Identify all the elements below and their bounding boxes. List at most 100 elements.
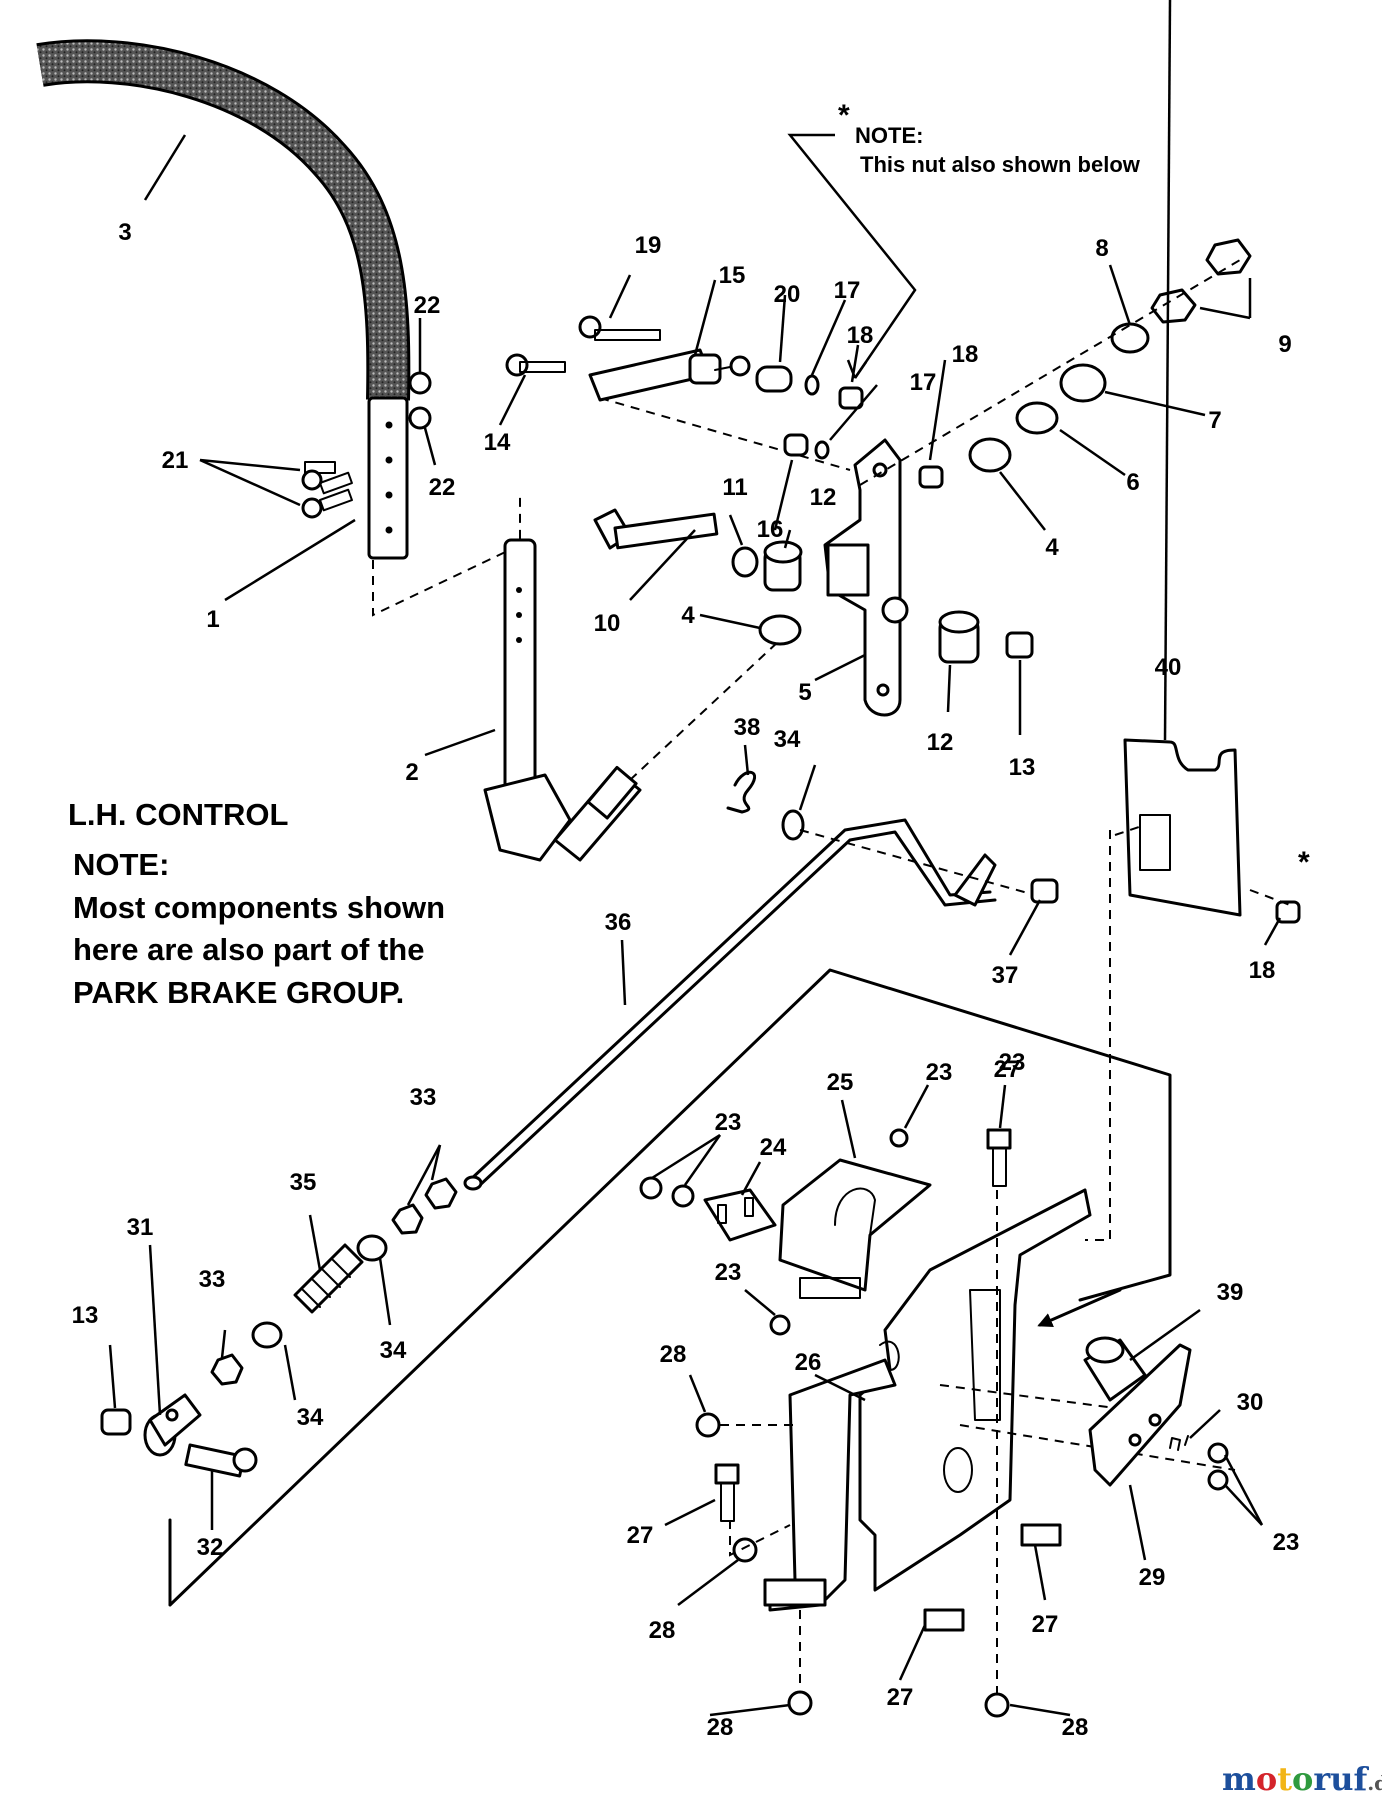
callout: 29 xyxy=(1139,1564,1166,1591)
nut-13 xyxy=(1005,631,1034,659)
callout: 12 xyxy=(927,729,954,756)
watermark-logo: motoruf.de xyxy=(1222,1760,1382,1798)
note-line: here are also part of the xyxy=(73,932,424,967)
damper-15 xyxy=(588,348,751,402)
asterisk-18: * xyxy=(1298,846,1310,879)
diagram-title: L.H. CONTROL xyxy=(68,797,288,832)
callout: 33 xyxy=(410,1084,437,1111)
callout: 17 xyxy=(910,369,937,396)
callout: 23 xyxy=(999,1049,1026,1076)
bolt-21 xyxy=(301,461,353,519)
callout: 19 xyxy=(635,232,662,259)
bracket-29 xyxy=(1088,1343,1192,1487)
callout: 37 xyxy=(992,962,1019,989)
svg-text:motoruf.de: motoruf.de xyxy=(1222,1760,1382,1798)
bushing-37 xyxy=(1030,878,1059,904)
leader-lines xyxy=(108,0,1282,1717)
callout: 17 xyxy=(834,277,861,304)
callout: 6 xyxy=(1126,469,1139,496)
callout: 18 xyxy=(952,341,979,368)
control-rod-36 xyxy=(463,818,997,1191)
callout: 23 xyxy=(715,1259,742,1286)
brake-bracket xyxy=(823,438,909,717)
callout: 27 xyxy=(1032,1611,1059,1638)
callout: 33 xyxy=(199,1266,226,1293)
callout: 39 xyxy=(1217,1279,1244,1306)
callout: 32 xyxy=(197,1534,224,1561)
handle-grip xyxy=(36,39,411,401)
washer-34 xyxy=(781,809,805,841)
nut-18 xyxy=(838,386,1301,924)
callout: 4 xyxy=(681,602,695,629)
clevis-31 xyxy=(143,1393,202,1457)
callout: 1 xyxy=(206,606,219,633)
callout: 15 xyxy=(719,262,746,289)
spring-35 xyxy=(293,1243,364,1314)
callout: 31 xyxy=(127,1214,154,1241)
bushing-12 xyxy=(763,540,980,664)
callout: 18 xyxy=(1249,957,1276,984)
washer-7 xyxy=(1059,363,1107,403)
callout: 7 xyxy=(1208,407,1221,434)
callout: 23 xyxy=(715,1109,742,1136)
callout: 18 xyxy=(847,322,874,349)
spring-clip-38 xyxy=(726,770,756,814)
callout: 28 xyxy=(660,1341,687,1368)
callout: 40 xyxy=(1155,654,1182,681)
washer-17b xyxy=(814,440,830,460)
callout: 28 xyxy=(649,1617,676,1644)
pin-14 xyxy=(505,353,566,377)
callout: 5 xyxy=(798,679,811,706)
bushing-4 xyxy=(758,437,1012,646)
pin-32 xyxy=(184,1443,258,1478)
note-line: PARK BRAKE GROUP. xyxy=(73,975,404,1010)
callout: 11 xyxy=(722,474,747,501)
note-line: Most components shown xyxy=(73,890,445,925)
callout: 35 xyxy=(290,1169,317,1196)
washer-17 xyxy=(804,374,820,396)
callout: 16 xyxy=(757,516,784,543)
nut-22 xyxy=(408,371,432,430)
callout: 34 xyxy=(774,726,801,753)
callout: 27 xyxy=(627,1522,654,1549)
callout: 9 xyxy=(1278,331,1291,358)
callout: 38 xyxy=(734,714,761,741)
handle-tube xyxy=(367,396,409,560)
note-heading: NOTE: xyxy=(73,847,169,882)
callout: 22 xyxy=(429,474,456,501)
callout: 28 xyxy=(1062,1714,1089,1741)
washer-34b xyxy=(251,1321,283,1349)
callout: 4 xyxy=(1045,534,1059,561)
nut-28 xyxy=(695,1412,1010,1718)
nut-9 xyxy=(1150,238,1252,324)
callout: 28 xyxy=(707,1714,734,1741)
callout: 14 xyxy=(484,429,511,456)
nut-33 xyxy=(210,1353,244,1386)
washer-6 xyxy=(1015,401,1059,435)
spacer-16 xyxy=(783,433,809,457)
spacer-20 xyxy=(755,365,793,393)
callout: 10 xyxy=(594,610,621,637)
callout: 27 xyxy=(887,1684,914,1711)
callout: 22 xyxy=(414,292,441,319)
slot-plate-24 xyxy=(703,1188,777,1242)
callout: 27 xyxy=(994,1056,1021,1083)
callout: 8 xyxy=(1095,235,1108,262)
cover-plate-40 xyxy=(1123,738,1242,917)
callout: 30 xyxy=(1237,1389,1264,1416)
callout: 23 xyxy=(1273,1529,1300,1556)
bolt-27 xyxy=(714,1128,1062,1632)
control-arm xyxy=(483,538,642,862)
bolt-10 xyxy=(593,508,719,550)
callout: 34 xyxy=(297,1404,324,1431)
callout-numbers: 1 2 3 4 4 5 6 7 8 9 10 11 12 12 13 13 14… xyxy=(72,219,1300,1741)
bracket-25 xyxy=(778,1158,932,1299)
pin-19 xyxy=(578,315,661,341)
clip-30 xyxy=(1169,1435,1189,1451)
bushing-39 xyxy=(1083,1336,1147,1402)
callout: 26 xyxy=(795,1349,822,1376)
callout: 20 xyxy=(774,281,801,308)
washer-11 xyxy=(731,546,759,578)
washer-8 xyxy=(1110,322,1150,354)
